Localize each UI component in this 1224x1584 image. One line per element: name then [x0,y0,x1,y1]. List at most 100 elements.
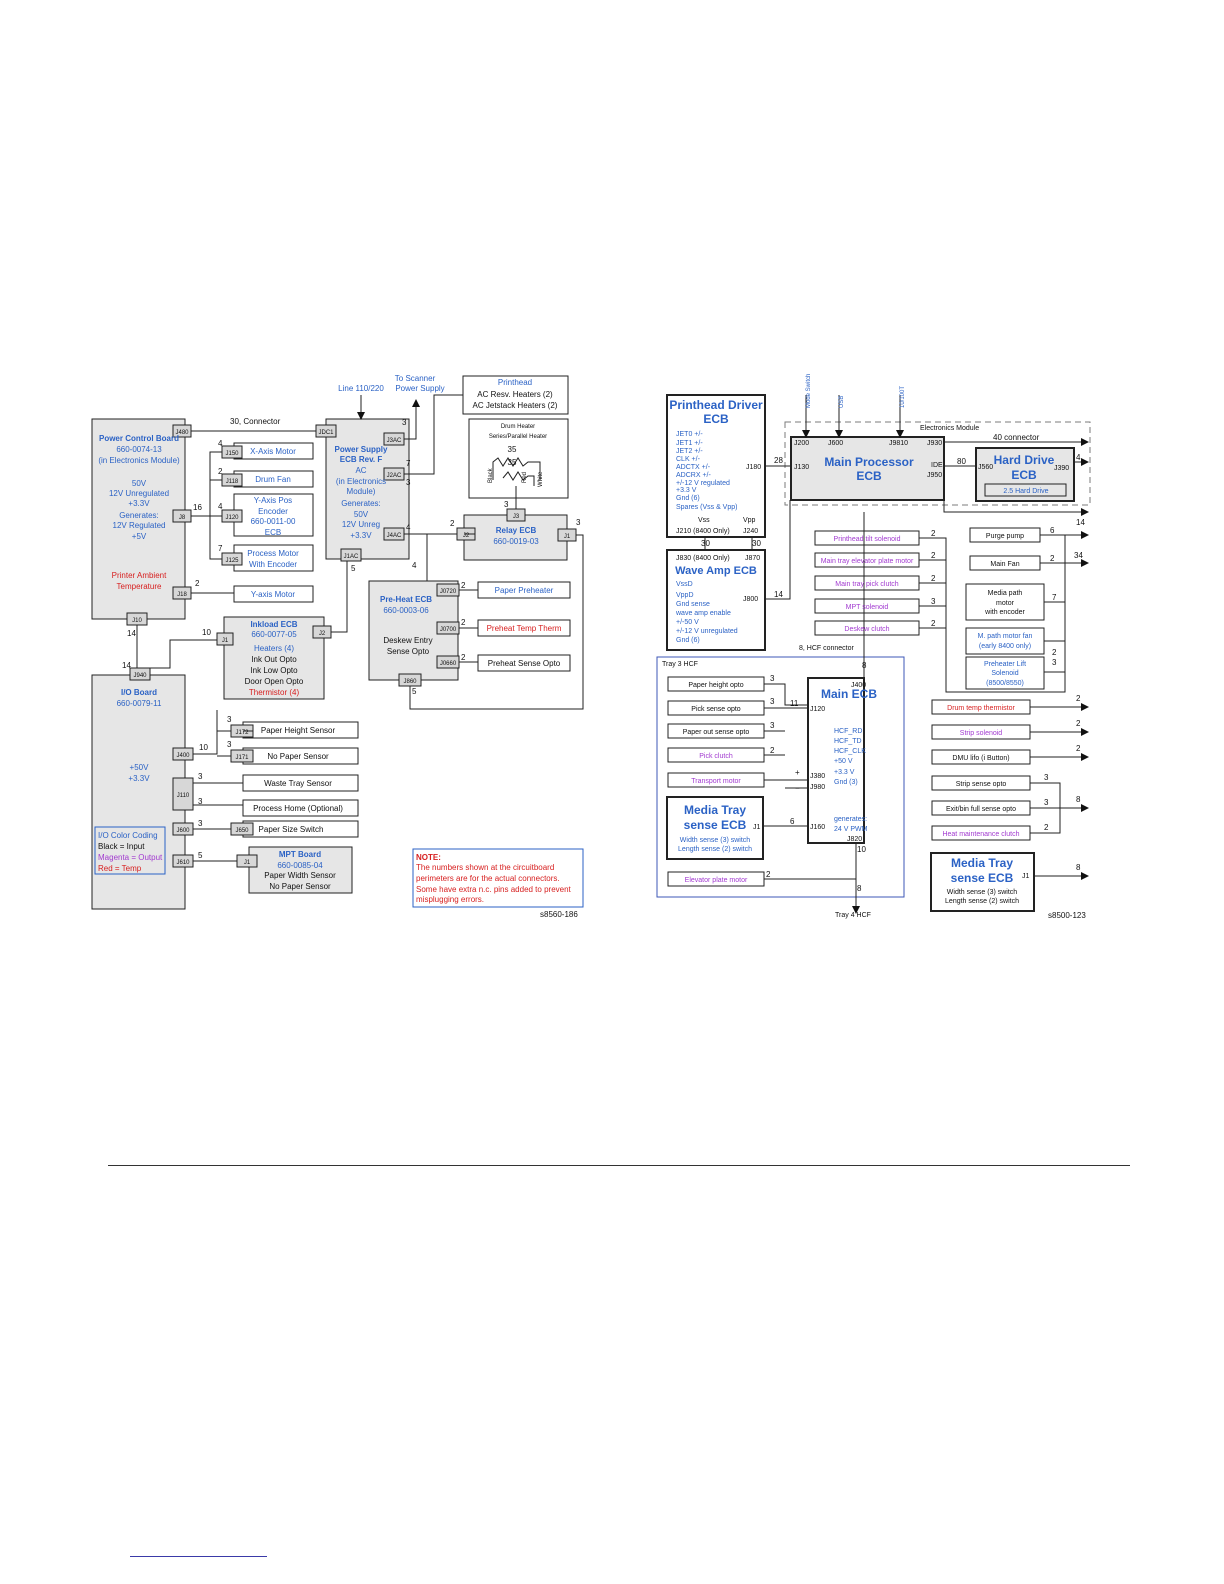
label-left-connectors-j0660: J0660 [440,661,457,667]
label-right-wave_signals-6: Gnd (6) [676,637,700,644]
label-right-forty_conn: 40 connector [993,433,1040,442]
label-right-counts-n2a: 2 [931,529,936,538]
label-right-exit_opto: Exit/bin full sense opto [946,806,1016,813]
label-left-wire_labels-1: Red [522,472,528,483]
label-left-mpt-2: Paper Width Sensor [264,871,336,880]
label-right-counts-n2h: 2 [766,870,771,879]
label-right-media_sub-1: Length sense (2) switch [678,846,752,853]
label-right-solenoids-2: Main tray pick clutch [835,581,899,588]
label-left-counts-n3i: 3 [576,518,581,527]
label-right-mp_conn-1: J600 [828,440,843,447]
label-right-wave_signals-3: wave amp enable [675,610,731,617]
label-left-connectors-j1ac: J1AC [344,554,359,560]
label-right-electronics_module: Electronics Module [920,425,979,432]
label-right-counts-n2j: 2 [1076,719,1081,728]
label-right-counts-n3b: 3 [1052,658,1057,667]
label-left-power_control_board-6: Generates: [119,511,159,520]
right-diagram [656,394,1091,914]
main-ecb [807,677,865,844]
label-left-printhead_box-0: Printhead [498,378,532,387]
label-right-hcf_signals-1: HCF_TD [834,738,862,745]
label-right-preheater_lift-0: Preheater Lift [984,661,1026,668]
label-left-drum_values-0: 35 [508,445,517,454]
label-left-io_board-3: +3.3V [128,774,150,783]
label-left-counts-n4a: 4 [218,439,223,448]
conn-j110 [172,777,194,811]
label-right-counts-n3e: 3 [770,721,775,730]
label-right-main_ecb: Main ECB [821,687,877,701]
label-right-counts-n7: 7 [1052,593,1057,602]
left-diagram [91,375,584,910]
conn-j940 [129,667,151,681]
label-right-media_tray2-0: Media Tray [951,856,1013,870]
label-left-counts-n14b: 14 [122,661,131,670]
label-left-counts-n3d: 3 [227,715,232,724]
label-right-counts-n8a: 8 [862,661,867,670]
label-right-wave_signals-4: +/-50 V [676,619,699,626]
label-left-printer_ambient-0: Printer Ambient [112,571,167,580]
label-left-power_supply-7: 12V Unreg [342,520,380,529]
label-right-strip_solenoid: Strip solenoid [960,730,1003,737]
note-box [412,848,584,908]
label-right-ph_signals-7: +3.3 V [676,487,697,494]
label-left-connectors-j172: J172 [235,730,249,736]
label-right-counts-n_minus: − [795,784,800,793]
legend-box [94,826,166,875]
label-left-line_label: Line 110/220 [338,384,384,393]
label-right-j800: J800 [743,596,758,603]
label-left-mpt-0: MPT Board [279,850,321,859]
label-left-connectors-j2_relay: J2 [463,533,470,539]
power-control-board [91,418,186,620]
label-left-power_control_board-7: 12V Regulated [113,521,166,530]
label-right-main_ecb_conn-5: J820 [847,836,862,843]
label-left-deskew-1: Sense Opto [387,647,430,656]
label-right-dmu: DMU lifo (i Button) [952,755,1009,762]
media-tray-ecb-a [666,796,764,860]
label-left-connectors-j10: J10 [132,618,142,624]
footer-link-underline [130,1556,267,1557]
label-left-power_control_board-5: +3.3V [128,499,150,508]
label-left-relay-0: Relay ECB [496,526,537,535]
y-axis-motor-box [233,585,314,603]
label-left-connectors-j860: J860 [403,679,417,685]
label-right-vss_vpp-1: Vpp [743,517,756,524]
label-right-counts-n2k: 2 [1076,744,1081,753]
label-right-solenoids-0: Printhead tilt solenoid [834,536,901,543]
label-left-counts-n3c: 3 [504,500,509,509]
label-left-counts-n3a: 3 [402,418,407,427]
label-left-connectors-j125: J125 [225,558,239,564]
label-left-connectors-j1_ink: J1 [222,638,229,644]
label-left-connectors-j2_ink: J2 [319,631,326,637]
label-right-hcf_signals-3: +50 V [834,758,853,765]
label-left-y_motor: Y-axis Motor [251,590,296,599]
label-right-counts-n30b: 30 [752,539,761,548]
label-left-counts-n2a: 2 [218,467,223,476]
label-right-hard_drive_sub: 2.5 Hard Drive [1003,488,1048,495]
label-right-main_fan: Main Fan [990,561,1019,568]
label-right-generates-0: generates: [834,816,867,823]
label-left-note-0: NOTE: [416,853,441,862]
label-right-main_proc-0: Main Processor [824,455,914,469]
label-left-inkload-1: 660-0077-05 [251,630,297,639]
label-right-printhead_driver-1: ECB [703,412,729,426]
label-right-top_labels-1: USB [839,396,845,408]
label-left-deskew-0: Deskew Entry [383,636,432,645]
label-right-vss_vpp-0: Vss [698,517,710,524]
label-left-no_paper: No Paper Sensor [267,752,329,761]
label-left-wire_labels-0: Black [488,467,494,483]
label-left-paper_height: Paper Height Sensor [261,726,336,735]
label-left-note-3: Some have extra n.c. pins added to preve… [416,885,572,894]
label-left-power_supply-5: Generates: [341,499,381,508]
label-right-ph_signals-6: +/-12 V regulated [676,480,730,487]
label-right-top_labels-0: Mode Switch [806,374,812,408]
label-left-connectors-j0700: J0700 [440,627,457,633]
label-left-power_supply-1: ECB Rev. F [340,455,383,464]
label-right-solenoids-4: Deskew clutch [844,626,889,633]
conn-j1-ink [216,632,234,646]
label-right-counts-n2e: 2 [1050,554,1055,563]
label-right-media_path-2: with encoder [984,609,1025,616]
media-tray-ecb-b [930,852,1035,912]
label-right-tray3_items-0: Paper height opto [688,682,743,689]
